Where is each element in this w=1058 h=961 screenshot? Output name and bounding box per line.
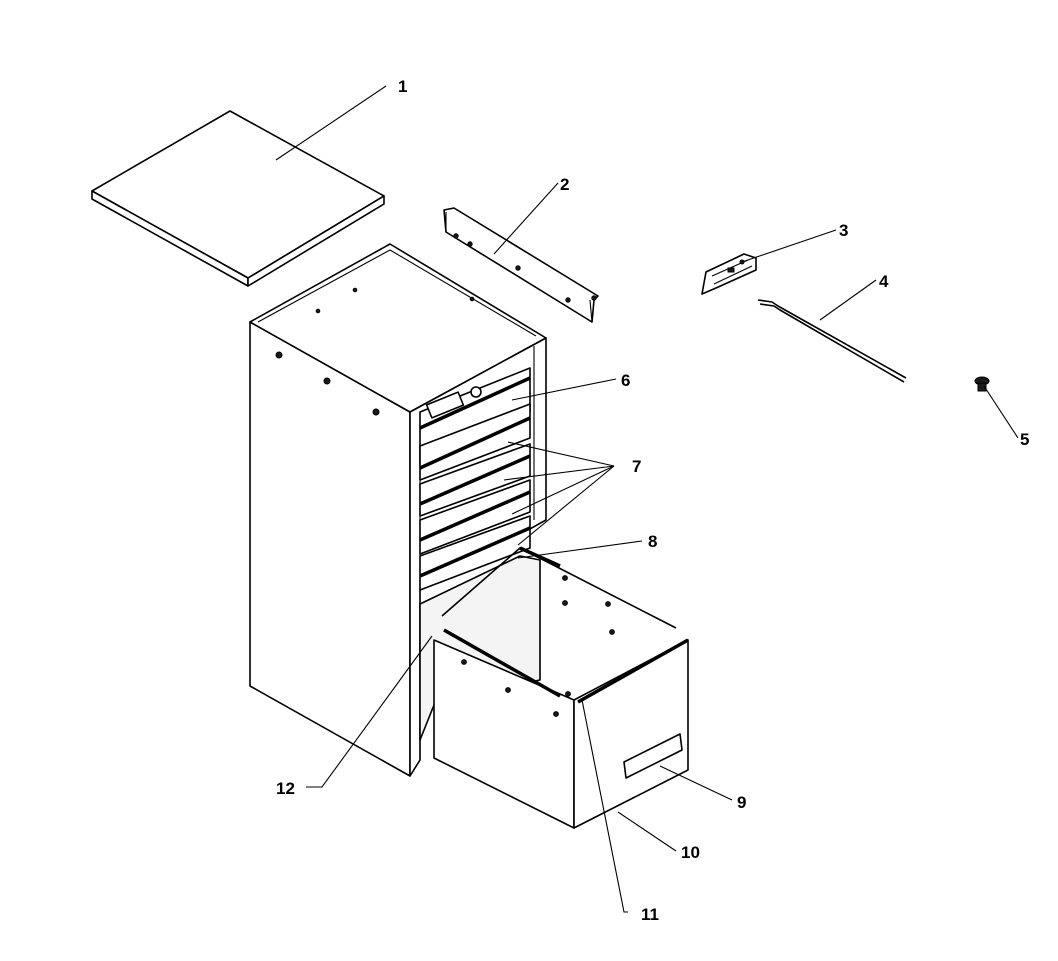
callout-2: 2 bbox=[560, 175, 569, 194]
callout-labels: 1 2 3 4 5 6 7 8 9 10 11 12 bbox=[276, 77, 1029, 924]
callout-6: 6 bbox=[621, 371, 630, 390]
leader-lines bbox=[275, 85, 1019, 913]
drawer-fronts bbox=[419, 367, 531, 591]
callout-11: 11 bbox=[641, 905, 659, 924]
callout-10: 10 bbox=[681, 843, 700, 862]
callout-7: 7 bbox=[632, 457, 641, 476]
callout-1: 1 bbox=[398, 77, 407, 96]
part-screw bbox=[974, 376, 990, 392]
part-top-panel bbox=[91, 110, 385, 287]
callout-8: 8 bbox=[648, 532, 657, 551]
callout-4: 4 bbox=[879, 272, 889, 291]
part-lock-rod bbox=[757, 299, 907, 383]
callout-3: 3 bbox=[839, 221, 848, 240]
bottom-drawer bbox=[419, 546, 689, 829]
part-rear-bracket bbox=[443, 207, 599, 323]
callout-12: 12 bbox=[276, 779, 295, 798]
callout-5: 5 bbox=[1020, 430, 1029, 449]
callout-9: 9 bbox=[737, 793, 746, 812]
